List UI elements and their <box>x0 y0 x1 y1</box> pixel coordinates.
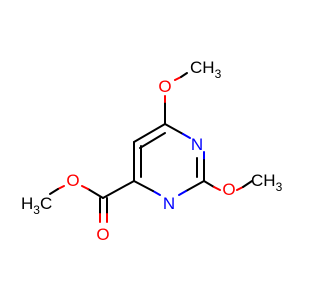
bond-n3-c4 <box>133 180 154 192</box>
bond-o-ch3-top <box>180 72 188 78</box>
methyl-left-c: C <box>40 194 52 213</box>
oxygen-label-methoxy-top: O <box>158 77 171 96</box>
oxygen-label-carbonyl: O <box>96 225 109 244</box>
methyl-top-main: CH <box>190 58 215 77</box>
bond-o-ch3-top-o-part <box>174 76 182 81</box>
oxygen-label-methoxy-right: O <box>222 180 235 199</box>
bond-c2-o <box>203 180 215 188</box>
bond-carbonyl-c-ester-o <box>87 188 104 199</box>
methoxy-top <box>164 72 188 125</box>
methyl-ester <box>49 180 135 223</box>
bond-ester-o-ch3 <box>49 188 59 195</box>
methyl-label-left: H3C <box>21 194 52 217</box>
methyl-right-subscript: 3 <box>276 180 283 194</box>
bond-o-ch3-right <box>242 180 253 188</box>
bond-c5-c6 <box>133 123 166 143</box>
bond-c5-c6-double <box>139 132 166 149</box>
methyl-label-right: CH3 <box>251 171 283 194</box>
pyrimidine-ring <box>133 123 205 196</box>
methyl-left-subscript: 3 <box>33 203 40 217</box>
nitrogen-label-top: N <box>191 135 203 154</box>
methyl-label-top: CH3 <box>190 58 222 81</box>
bond-o-ch3-right-o-part <box>236 186 244 191</box>
methyl-right-main: CH <box>251 171 276 190</box>
molecule-structure: N N O O O O CH3 CH3 H3C <box>21 58 283 244</box>
bond-n3-c4-n-part <box>152 190 161 196</box>
methyl-left-h: H <box>21 194 33 213</box>
bond-carbonyl-c-ester-o-o-part <box>81 185 89 190</box>
bond-c6-n1 <box>164 123 184 135</box>
methoxy-right <box>203 180 253 191</box>
bond-c2-o-o-part <box>213 186 221 191</box>
bond-c2-n3-n-part <box>178 190 187 196</box>
bond-ester-o-ch3-o-part <box>57 185 65 190</box>
bond-c2-n3 <box>185 180 205 192</box>
bond-c6-n1-n-part <box>182 133 191 139</box>
methyl-top-subscript: 3 <box>215 67 222 81</box>
oxygen-label-ester: O <box>66 171 79 190</box>
bond-c4-carbonyl-c <box>102 180 135 199</box>
nitrogen-label-bottom: N <box>163 194 175 213</box>
